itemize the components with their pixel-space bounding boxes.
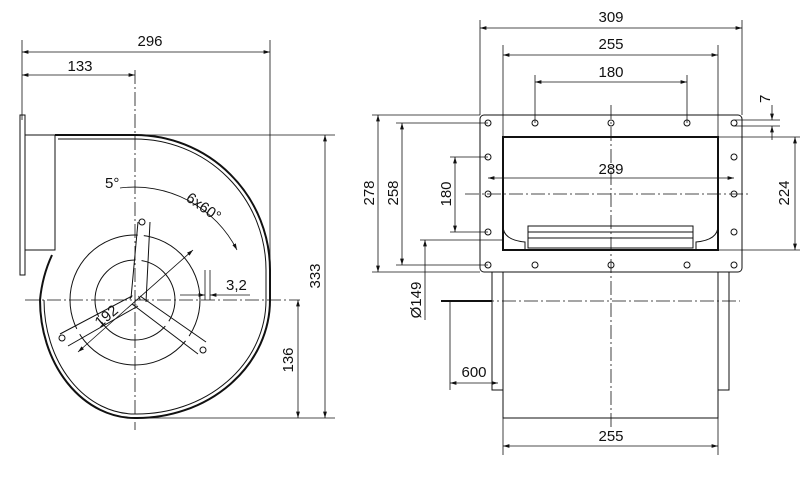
- mount-hole-icon: [58, 334, 66, 342]
- support-struts: [61, 221, 205, 353]
- dim-3-2: 3,2: [226, 277, 247, 294]
- dim-296: 296: [137, 33, 162, 50]
- housing-body: [502, 271, 719, 419]
- dim-180-side: 180: [438, 181, 455, 206]
- impeller: [527, 225, 694, 249]
- mounting-flange: [19, 114, 26, 276]
- dim-149-diameter: Ø149: [408, 282, 425, 319]
- dim-255-bottom: 255: [598, 428, 623, 445]
- left-bracket: [491, 271, 504, 391]
- dim-136: 136: [280, 347, 297, 372]
- dim-180-top: 180: [598, 64, 623, 81]
- dim-255-top: 255: [598, 36, 623, 53]
- dim-6x60: 6x60°: [183, 189, 224, 225]
- scroll-housing: [38, 134, 271, 420]
- right-bracket: [717, 271, 730, 391]
- motor-terminal-box: [24, 134, 56, 251]
- dim-600: 600: [461, 364, 486, 381]
- front-view: 309 255 180 7 289 224 278 258 180 Ø149 6…: [361, 9, 800, 455]
- dim-5deg: 5°: [105, 175, 119, 192]
- dim-309: 309: [598, 9, 623, 26]
- side-view: 296 133 5° 6x60° 3,2 192 333 136: [19, 33, 335, 430]
- mount-hole-icon: [199, 346, 207, 354]
- dim-224: 224: [776, 180, 793, 205]
- dim-192: 192: [92, 302, 122, 331]
- dim-7: 7: [757, 95, 774, 103]
- outlet-opening: [502, 136, 719, 251]
- dim-333: 333: [307, 263, 324, 288]
- dim-258: 258: [385, 180, 402, 205]
- dim-289: 289: [598, 161, 623, 178]
- dim-133: 133: [67, 58, 92, 75]
- dim-278: 278: [361, 180, 378, 205]
- mount-hole-icon: [138, 218, 146, 226]
